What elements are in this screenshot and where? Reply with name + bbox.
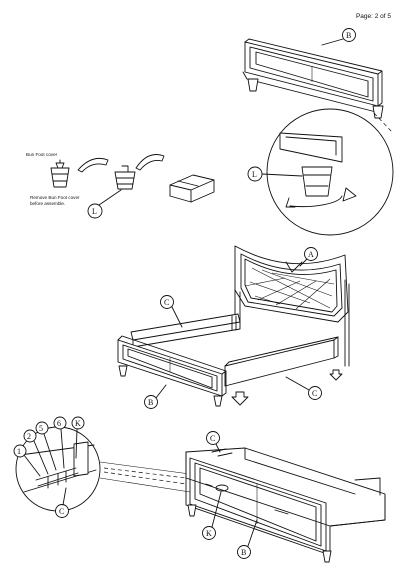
page-number: Page: 2 of 5 <box>355 13 391 20</box>
svg-text:6: 6 <box>57 419 61 428</box>
callout-6: 6 <box>53 416 67 469</box>
foot-detail-magnifier <box>266 108 394 236</box>
svg-text:B: B <box>346 31 351 40</box>
remove-cover-note-line2: before assemble. <box>30 201 66 206</box>
callout-B-footboard: B <box>321 28 356 46</box>
callout-L-foot: L <box>87 189 122 219</box>
callout-A: A <box>299 247 318 267</box>
svg-text:1: 1 <box>17 447 21 456</box>
svg-text:C: C <box>59 507 64 516</box>
footboard-assembled <box>117 335 343 407</box>
hardware-detail-magnifier <box>15 426 191 512</box>
svg-text:B: B <box>241 548 246 557</box>
callout-C-detail: C <box>55 487 69 518</box>
svg-text:C: C <box>164 298 169 307</box>
callout-K-connection: K <box>202 491 222 540</box>
bun-foot-cover-removal <box>50 154 215 203</box>
callout-B-footboard-assembled: B <box>144 384 167 409</box>
svg-text:C: C <box>210 434 215 443</box>
headboard-diagram <box>234 245 350 367</box>
callout-K-detail: K <box>71 416 85 459</box>
svg-text:A: A <box>308 250 314 259</box>
remove-cover-note-line1: Remove Bun Foot cover <box>30 195 80 200</box>
svg-text:C: C <box>312 389 317 398</box>
svg-text:2: 2 <box>27 432 31 441</box>
callout-5: 5 <box>35 421 57 471</box>
callout-B-connection: B <box>237 519 258 559</box>
callout-2: 2 <box>23 429 49 475</box>
bun-foot-cover-label: Bun Foot cover <box>26 152 58 157</box>
svg-text:L: L <box>92 207 97 216</box>
callout-L-detail: L <box>247 166 303 182</box>
svg-text:5: 5 <box>39 424 43 433</box>
svg-text:K: K <box>206 529 212 538</box>
side-rails-diagram <box>130 313 339 387</box>
svg-text:K: K <box>75 419 81 428</box>
callout-1: 1 <box>13 444 41 477</box>
svg-text:B: B <box>148 398 153 407</box>
callout-C-rail-right: C <box>285 376 322 400</box>
callout-C-rail-left: C <box>160 295 183 328</box>
callout-C-connection: C <box>206 431 221 453</box>
footboard-rail-connection <box>185 447 386 563</box>
footboard-diagram <box>242 38 393 133</box>
svg-text:L: L <box>252 170 257 179</box>
